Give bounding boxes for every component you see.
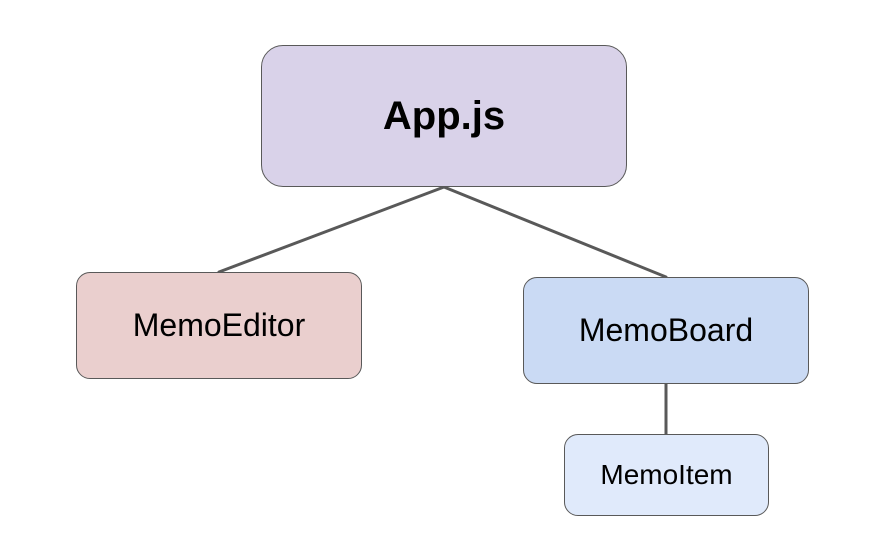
edge-app-to-memoboard bbox=[442, 185, 668, 279]
memo-editor-label: MemoEditor bbox=[132, 307, 306, 343]
edge-app-to-memoeditor bbox=[217, 185, 446, 274]
memo-item-label: MemoItem bbox=[600, 459, 733, 490]
memo-editor-node: MemoEditor bbox=[76, 272, 362, 379]
memo-item-node: MemoItem bbox=[564, 434, 769, 516]
app-js-label: App.js bbox=[382, 93, 506, 138]
memo-board-label: MemoBoard bbox=[578, 312, 754, 348]
app-js-node: App.js bbox=[261, 45, 627, 187]
memo-board-node: MemoBoard bbox=[523, 277, 809, 384]
